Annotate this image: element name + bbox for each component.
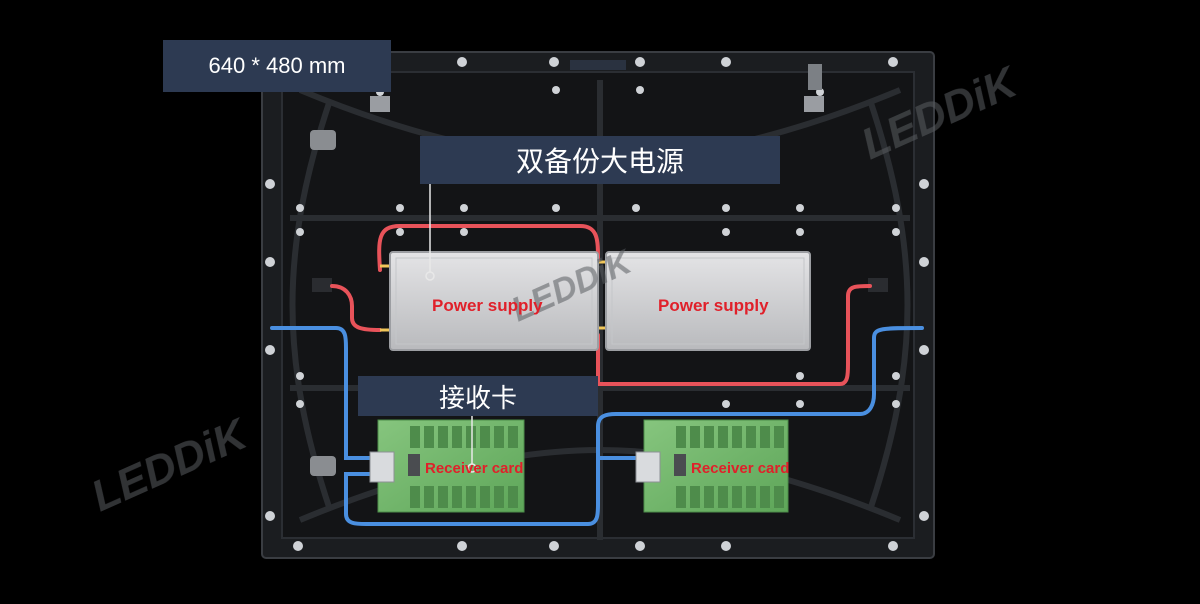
signal-connectors — [310, 60, 888, 476]
power-supply-label-2: Power supply — [658, 296, 769, 315]
callout-lines — [425, 184, 477, 473]
power-supply-callout: 双备份大电源 — [420, 136, 780, 184]
receiver-card-callout: 接收卡 — [358, 376, 598, 416]
receiver-card-label-2: Receiver card — [691, 460, 790, 477]
receiver-card-1 — [369, 419, 525, 513]
receiver-card-2 — [635, 419, 789, 513]
power-supply-unit-1 — [389, 251, 599, 351]
power-supply-label-1: Power supply — [432, 296, 543, 315]
svg-text:LEDDiK: LEDDiK — [84, 408, 256, 521]
power-supply-unit-2 — [605, 251, 811, 351]
screw-icons — [265, 57, 929, 551]
receiver-card-label-1: Receiver card — [425, 460, 524, 477]
dimension-label: 640 * 480 mm — [163, 40, 391, 92]
power-cables — [330, 224, 872, 386]
data-cables — [270, 326, 924, 526]
